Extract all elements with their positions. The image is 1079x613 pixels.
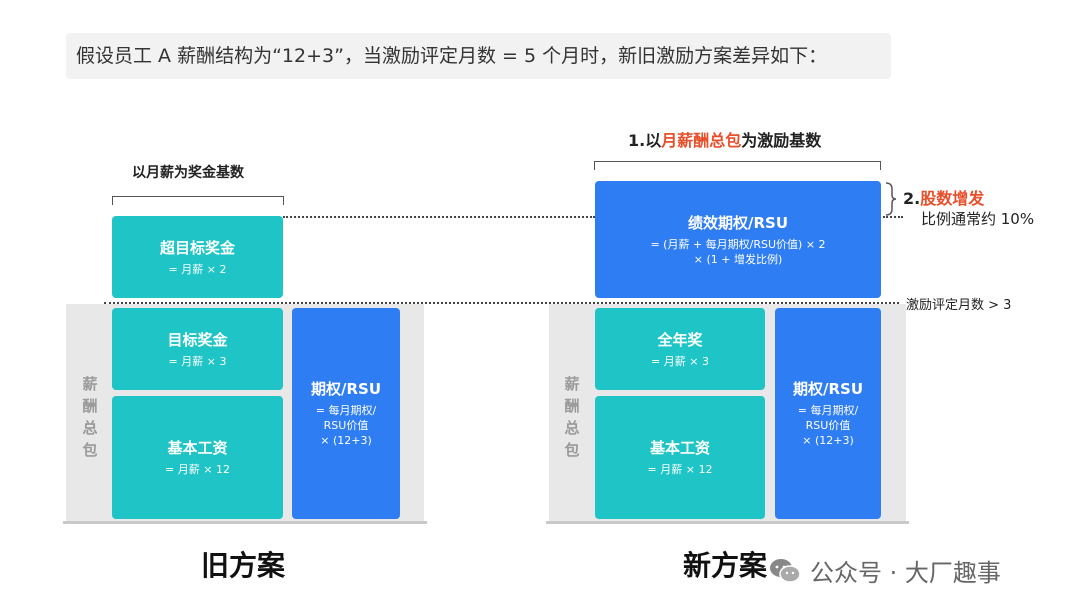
new-perf-options-title: 绩效期权/RSU	[687, 213, 788, 232]
share-increase-ratio: 比例通常约 10%	[921, 210, 1035, 228]
new-base-salary-box: 基本工资 = 月薪 × 12	[595, 396, 765, 519]
old-options-title: 期权/RSU	[310, 380, 381, 398]
new-caption-suffix: 为激励基数	[741, 131, 822, 150]
old-plan-label: 旧方案	[201, 549, 286, 582]
new-caption-prefix: 1.以	[628, 131, 662, 150]
old-target-bonus-box: 目标奖金 = 月薪 × 3	[112, 308, 283, 390]
wechat-icon	[770, 558, 801, 583]
new-plan-side-label: 薪酬总包	[564, 375, 580, 459]
new-options-box: 期权/RSU = 每月期权/ RSU价值 × (12+3)	[775, 308, 881, 519]
new-annual-bonus-title: 全年奖	[657, 330, 703, 349]
header-banner: 假设员工 A 薪酬结构为“12+3”，当激励评定月数 = 5 个月时，新旧激励方…	[66, 33, 891, 79]
new-perf-options-formula: = (月薪 + 每月期权/RSU价值) × 2 × (1 + 增发比例)	[650, 237, 826, 266]
share-increase-note: 2.股数增发	[903, 185, 984, 209]
old-super-bonus-box: 超目标奖金 = 月薪 × 2	[112, 216, 283, 298]
watermark-text: 公众号 · 大厂趣事	[810, 559, 1001, 587]
old-plan-bracket	[112, 196, 284, 205]
new-base-salary-title: 基本工资	[649, 439, 710, 457]
new-annual-bonus-formula: = 月薪 × 3	[651, 354, 709, 368]
bonus-threshold-line	[283, 216, 595, 218]
old-options-box: 期权/RSU = 每月期权/ RSU价值 × (12+3)	[292, 308, 400, 519]
new-options-formula: = 每月期权/ RSU价值 × (12+3)	[797, 404, 859, 447]
old-plan-caption: 以月薪为奖金基数	[132, 165, 244, 181]
old-super-bonus-title: 超目标奖金	[159, 238, 235, 257]
new-options-title: 期权/RSU	[792, 380, 863, 398]
header-text: 假设员工 A 薪酬结构为“12+3”，当激励评定月数 = 5 个月时，新旧激励方…	[76, 45, 828, 67]
old-options-formula: = 每月期权/ RSU价值 × (12+3)	[315, 404, 377, 447]
right-brace-icon	[885, 182, 897, 216]
new-plan-bracket	[594, 161, 881, 170]
old-base-salary-box: 基本工资 = 月薪 × 12	[112, 396, 283, 519]
old-target-bonus-formula: = 月薪 × 3	[168, 354, 227, 368]
old-target-bonus-title: 目标奖金	[167, 330, 228, 349]
note2-highlight: 股数增发	[920, 189, 985, 208]
new-annual-bonus-box: 全年奖 = 月薪 × 3	[595, 308, 765, 390]
old-plan-baseline	[63, 521, 427, 524]
old-base-salary-title: 基本工资	[167, 439, 228, 457]
top-guide-line	[883, 216, 903, 218]
watermark: 公众号 · 大厂趣事	[768, 553, 1001, 588]
new-plan-label: 新方案	[683, 549, 768, 582]
old-super-bonus-formula: = 月薪 × 2	[168, 262, 227, 276]
note2-prefix: 2.	[903, 189, 921, 208]
old-base-salary-formula: = 月薪 × 12	[165, 463, 230, 476]
new-caption-highlight: 月薪酬总包	[661, 131, 742, 150]
evaluation-threshold-line	[104, 302, 899, 304]
new-perf-options-box: 绩效期权/RSU = (月薪 + 每月期权/RSU价值) × 2 × (1 + …	[595, 181, 881, 298]
new-plan-caption: 1.以月薪酬总包为激励基数	[628, 127, 821, 151]
new-base-salary-formula: = 月薪 × 12	[647, 463, 713, 476]
new-plan-baseline	[546, 521, 909, 524]
evaluation-threshold-note: 激励评定月数 > 3	[906, 298, 1012, 313]
old-plan-side-label: 薪酬总包	[82, 375, 98, 459]
